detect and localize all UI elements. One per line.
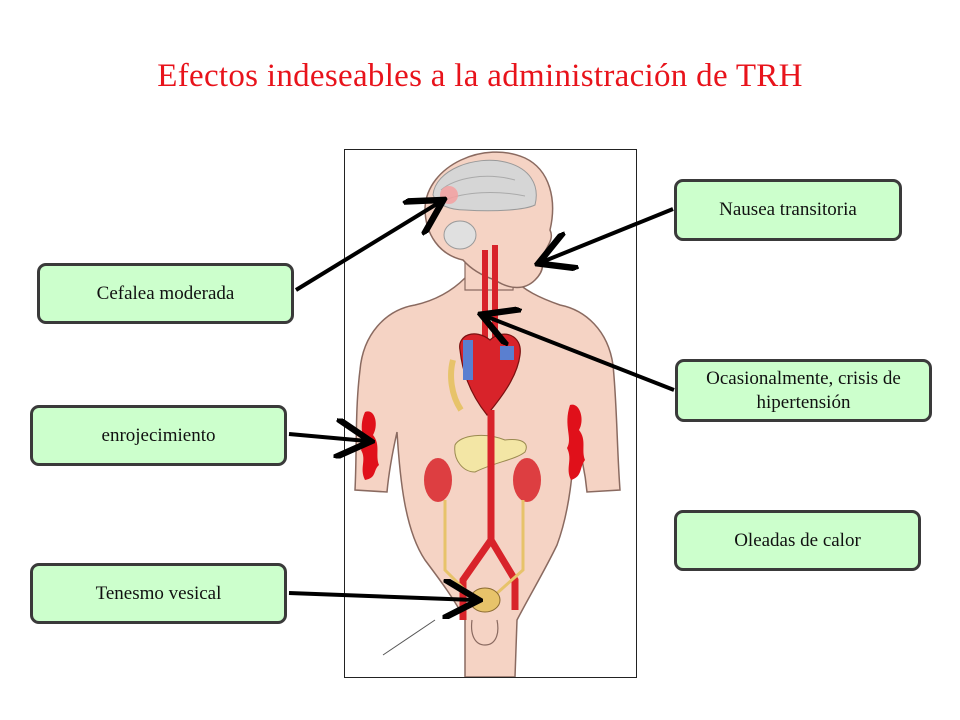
rash-right-arm bbox=[567, 404, 585, 480]
brain bbox=[432, 159, 537, 212]
brain-hotspot bbox=[440, 186, 458, 204]
anatomy-figure bbox=[344, 149, 637, 678]
label-tenesmo-vesical: Tenesmo vesical bbox=[30, 563, 287, 624]
label-nausea-transitoria: Nausea transitoria bbox=[674, 179, 902, 241]
label-cefalea-moderada: Cefalea moderada bbox=[37, 263, 294, 324]
body-illustration bbox=[354, 151, 621, 677]
kidney-left bbox=[424, 458, 452, 502]
bladder bbox=[469, 587, 501, 613]
label-oleadas-calor: Oleadas de calor bbox=[674, 510, 921, 571]
page-title: Efectos indeseables a la administración … bbox=[157, 58, 803, 94]
vena-cava bbox=[463, 340, 473, 380]
label-enrojecimiento: enrojecimiento bbox=[30, 405, 287, 466]
cerebellum bbox=[443, 220, 477, 250]
label-crisis-hipertension: Ocasionalmente, crisis de hipertensión bbox=[675, 359, 932, 422]
kidney-right bbox=[513, 458, 541, 502]
